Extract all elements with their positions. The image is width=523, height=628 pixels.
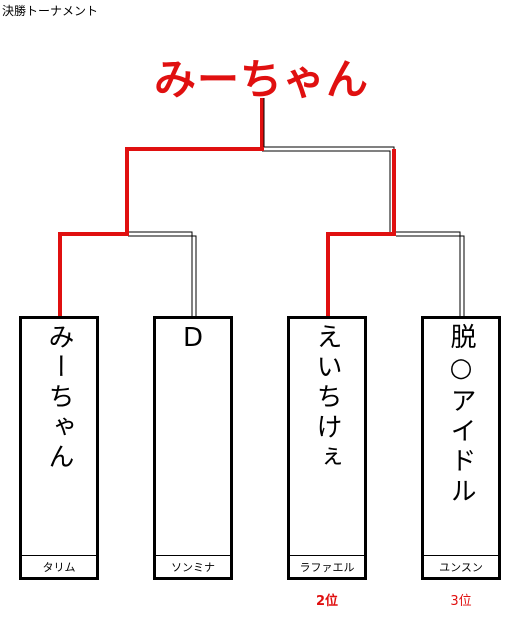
entrant-card: えいちけぇ ラファエル — [287, 316, 367, 580]
page-title: 決勝トーナメント — [2, 4, 99, 18]
entrant-card: 脱○アイドル ユンスン — [421, 316, 501, 580]
place-label-3rd: 3位 — [450, 594, 472, 609]
entrant-team: ユンスン — [424, 555, 498, 575]
entrant-name: D — [178, 323, 208, 357]
champion-name: みーちゃん — [153, 55, 369, 104]
loser-paths — [128, 146, 465, 316]
entrant-name: えいちけぇ — [312, 323, 342, 473]
entrant-card: みーちゃん タリム — [19, 316, 99, 580]
place-label-2nd: 2位 — [315, 594, 339, 609]
winner-paths — [58, 98, 396, 316]
entrant-name: 脱○アイドル — [446, 323, 476, 507]
entrant-team: タリム — [22, 555, 96, 575]
entrant-team: ソンミナ — [156, 555, 230, 575]
entrant-card: D ソンミナ — [153, 316, 233, 580]
entrant-team: ラファエル — [290, 555, 364, 575]
entrant-name: みーちゃん — [44, 323, 74, 473]
